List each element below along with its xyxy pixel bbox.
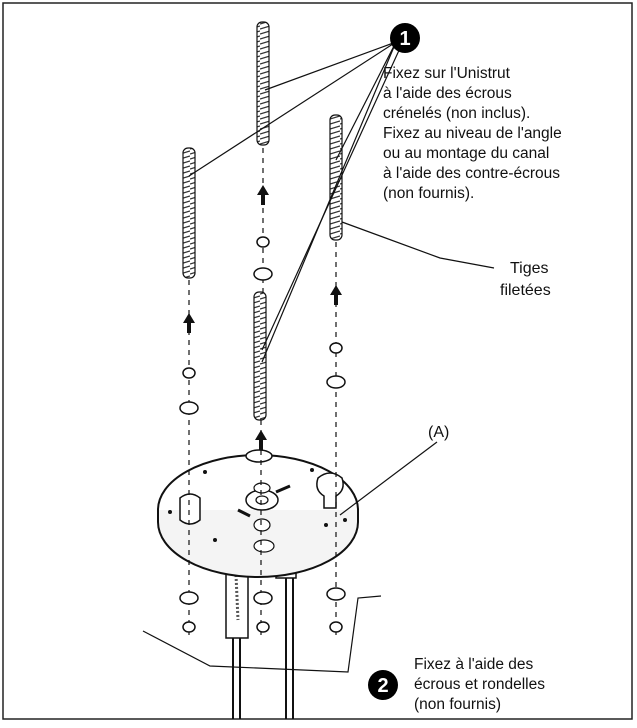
- step-2-badge: 2: [368, 670, 398, 700]
- threaded-rod: [182, 147, 196, 279]
- step-2-instructions: Fixez à l'aide des écrous et rondelles (…: [414, 656, 549, 713]
- step-1-badge: 1: [390, 23, 420, 53]
- plate-label-leader: [339, 441, 438, 516]
- threaded-rods-label: Tiges filetées: [500, 260, 553, 299]
- step-1-leader-lines: [188, 41, 402, 363]
- step-1-number: 1: [399, 28, 410, 50]
- plate-label: (A): [428, 424, 449, 441]
- step-1-line: Fixez sur l'Unistrut: [383, 65, 511, 82]
- step-1-line: ou au montage du canal: [383, 145, 549, 162]
- step-2-line: (non fournis): [414, 696, 501, 713]
- step-2-line: Fixez à l'aide des: [414, 656, 534, 673]
- step-2-number: 2: [377, 675, 388, 697]
- step-1-instructions: Fixez sur l'Unistrut à l'aide des écrous…: [383, 65, 566, 202]
- step-1-line: à l'aide des contre-écrous: [383, 165, 560, 182]
- mounting-plate: [157, 454, 359, 578]
- threaded-rod: [329, 114, 343, 241]
- step-2-line: écrous et rondelles: [414, 676, 545, 693]
- diagram-border: [2, 2, 633, 720]
- threaded-rod: [253, 291, 267, 421]
- plate-top-washer: [245, 449, 273, 463]
- step-1-line: Fixez au niveau de l'angle: [383, 125, 562, 142]
- direction-arrows: [183, 185, 342, 450]
- mounting-channel-outline: [142, 595, 382, 673]
- nuts-and-washers: [179, 236, 346, 633]
- rods-label-leader: [341, 221, 495, 269]
- step-1-line: (non fournis).: [383, 185, 474, 202]
- step-1-line: crénelés (non inclus).: [383, 105, 530, 122]
- step-1-line: à l'aide des écrous: [383, 85, 512, 102]
- threaded-rod: [256, 21, 270, 146]
